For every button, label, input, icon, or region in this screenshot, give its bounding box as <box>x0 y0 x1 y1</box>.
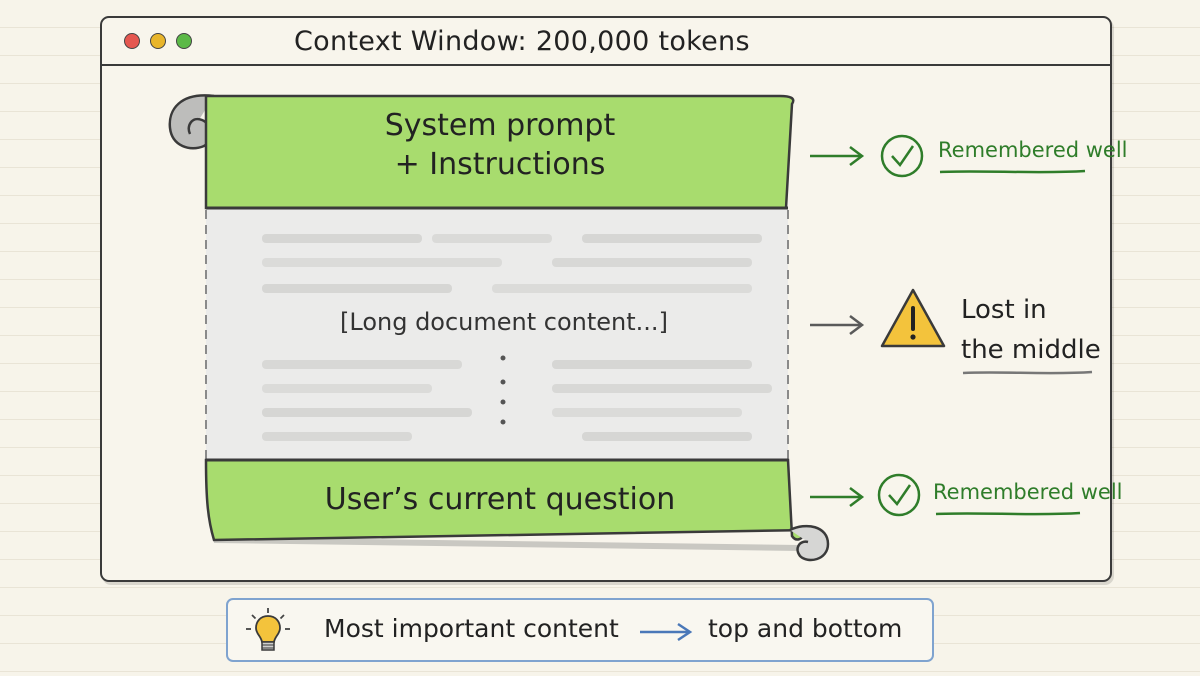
minimize-dot[interactable] <box>150 33 166 49</box>
lost-line2: the middle <box>961 335 1101 365</box>
long-document-label: [Long document content...] <box>340 308 668 336</box>
remembered-well-top-label: Remembered well <box>938 138 1128 162</box>
lost-line1: Lost in <box>961 295 1047 325</box>
remembered-well-bottom-label: Remembered well <box>933 480 1123 504</box>
maximize-dot[interactable] <box>176 33 192 49</box>
window-title: Context Window: 200,000 tokens <box>294 26 750 57</box>
arrow-right-icon <box>640 622 693 642</box>
system-prompt-line1: System prompt <box>384 108 616 143</box>
lost-in-middle-label: Lost in the middle <box>961 290 1101 370</box>
system-prompt-label: System prompt + Instructions <box>300 108 700 182</box>
window-titlebar: Context Window: 200,000 tokens <box>102 18 1110 66</box>
tip-right-text: top and bottom <box>708 614 903 643</box>
tip-left-text: Most important content <box>324 614 619 643</box>
user-question-label: User’s current question <box>324 482 676 517</box>
tip-box: Most important content top and bottom <box>226 598 934 662</box>
close-dot[interactable] <box>124 33 140 49</box>
system-prompt-line2: + Instructions <box>394 147 606 182</box>
lightbulb-icon <box>246 608 290 651</box>
